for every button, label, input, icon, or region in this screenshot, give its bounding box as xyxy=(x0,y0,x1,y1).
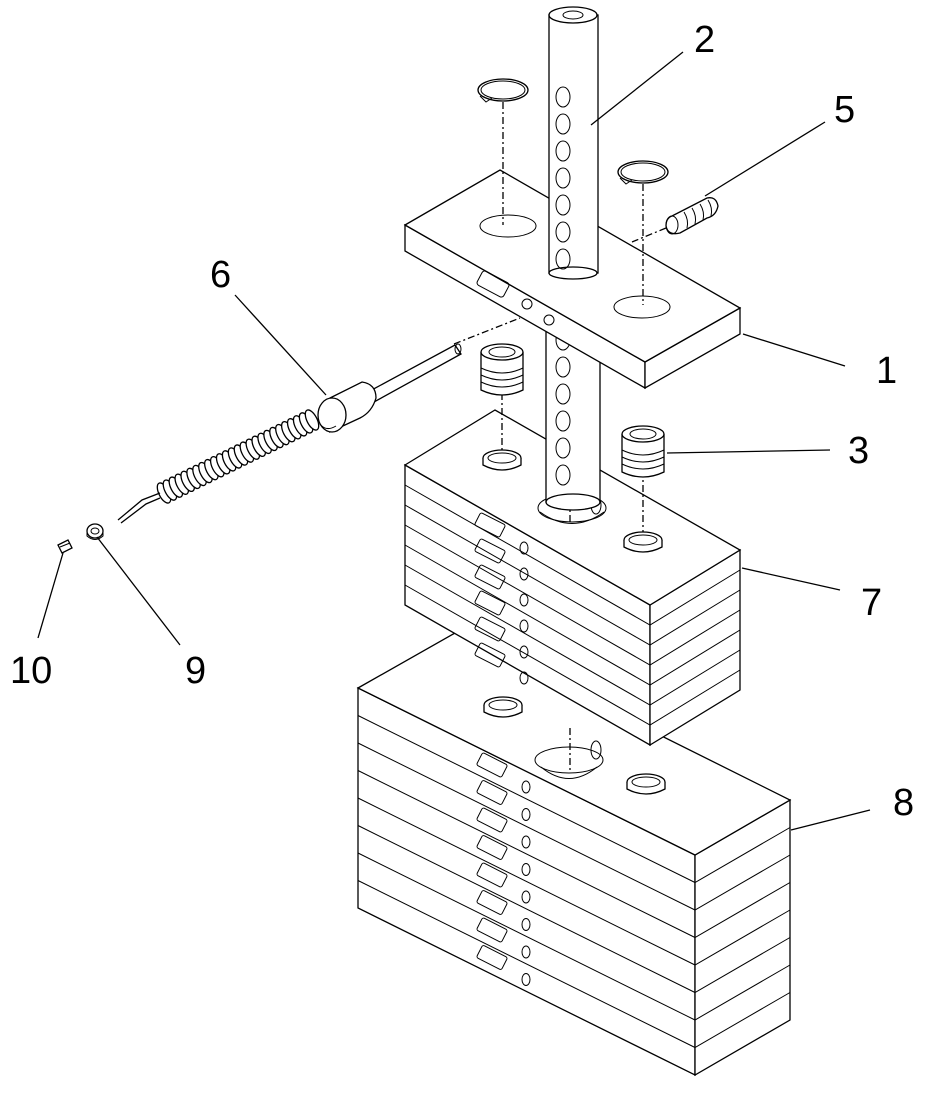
callout-10: 10 xyxy=(10,650,52,692)
retaining-ring-left xyxy=(477,78,529,225)
weight-plate-hole xyxy=(519,645,529,659)
part-8-lower-weight-stack xyxy=(356,632,792,1077)
weight-plate-slot xyxy=(474,538,506,564)
rod-hole xyxy=(555,464,571,486)
part-3-bushing-right xyxy=(621,425,665,532)
rod-hole xyxy=(555,167,571,189)
weight-plate-slot xyxy=(476,752,508,778)
weight-plate-slot xyxy=(476,862,508,888)
spring-coil xyxy=(304,409,320,431)
weight-plate-slot xyxy=(476,890,508,915)
rod-hole xyxy=(555,383,571,405)
part-2-selector-rod-upper xyxy=(548,6,599,280)
rod-hole xyxy=(555,194,571,216)
rod-hole xyxy=(555,86,571,108)
weight-plate-slot xyxy=(474,512,506,538)
rod-hole xyxy=(555,410,571,432)
weight-plate-hole xyxy=(521,863,531,876)
callout-1: 1 xyxy=(876,350,897,392)
weight-plate-hole xyxy=(519,671,529,685)
part-9-nut xyxy=(86,523,104,540)
callout-8: 8 xyxy=(893,782,914,824)
weight-plate-slot xyxy=(476,917,508,943)
weight-plate-slot xyxy=(476,780,508,805)
rod-hole xyxy=(555,140,571,162)
weight-plate-hole xyxy=(519,619,529,633)
part-5-pin xyxy=(631,197,719,243)
callout-6: 6 xyxy=(210,254,231,296)
weight-plate-hole xyxy=(521,918,531,931)
weight-plate-hole xyxy=(521,835,531,849)
part-6-selector-pin xyxy=(117,317,521,524)
weight-plate-hole xyxy=(521,780,531,794)
weight-plate-hole xyxy=(519,593,529,607)
weight-plate-slot xyxy=(476,945,508,970)
rod-hole xyxy=(555,113,571,135)
weight-plate-hole xyxy=(521,808,531,821)
leader-lines xyxy=(37,51,871,831)
callout-2: 2 xyxy=(694,19,715,61)
callout-5: 5 xyxy=(834,89,855,131)
weight-plate-hole xyxy=(521,945,531,959)
callout-numbers: 2 5 6 1 3 7 10 9 8 xyxy=(10,19,914,824)
bushing xyxy=(623,531,663,553)
part-10-set-screw xyxy=(57,539,73,554)
weight-plate-slot xyxy=(474,642,506,668)
bushing xyxy=(482,449,522,471)
callout-9: 9 xyxy=(185,650,206,692)
weight-plate-slot xyxy=(474,590,506,616)
weight-plate-hole xyxy=(519,567,529,581)
part-3-bushing-left xyxy=(480,343,524,450)
weight-plate-hole xyxy=(519,541,529,555)
retaining-ring-right xyxy=(617,160,669,305)
bushing xyxy=(626,773,666,795)
rod-hole xyxy=(555,248,571,270)
callout-7: 7 xyxy=(861,582,882,624)
rod-hole xyxy=(555,437,571,459)
weight-plate-hole xyxy=(521,890,531,904)
callout-3: 3 xyxy=(848,430,869,472)
weight-plate-hole xyxy=(521,973,531,986)
weight-plate-slot xyxy=(474,564,506,590)
rod-hole xyxy=(555,356,571,378)
weight-plate-slot xyxy=(476,807,508,833)
weight-plate-slot xyxy=(476,835,508,860)
weight-plate-slot xyxy=(474,616,506,642)
rod-hole xyxy=(555,221,571,243)
bushing xyxy=(483,696,523,718)
